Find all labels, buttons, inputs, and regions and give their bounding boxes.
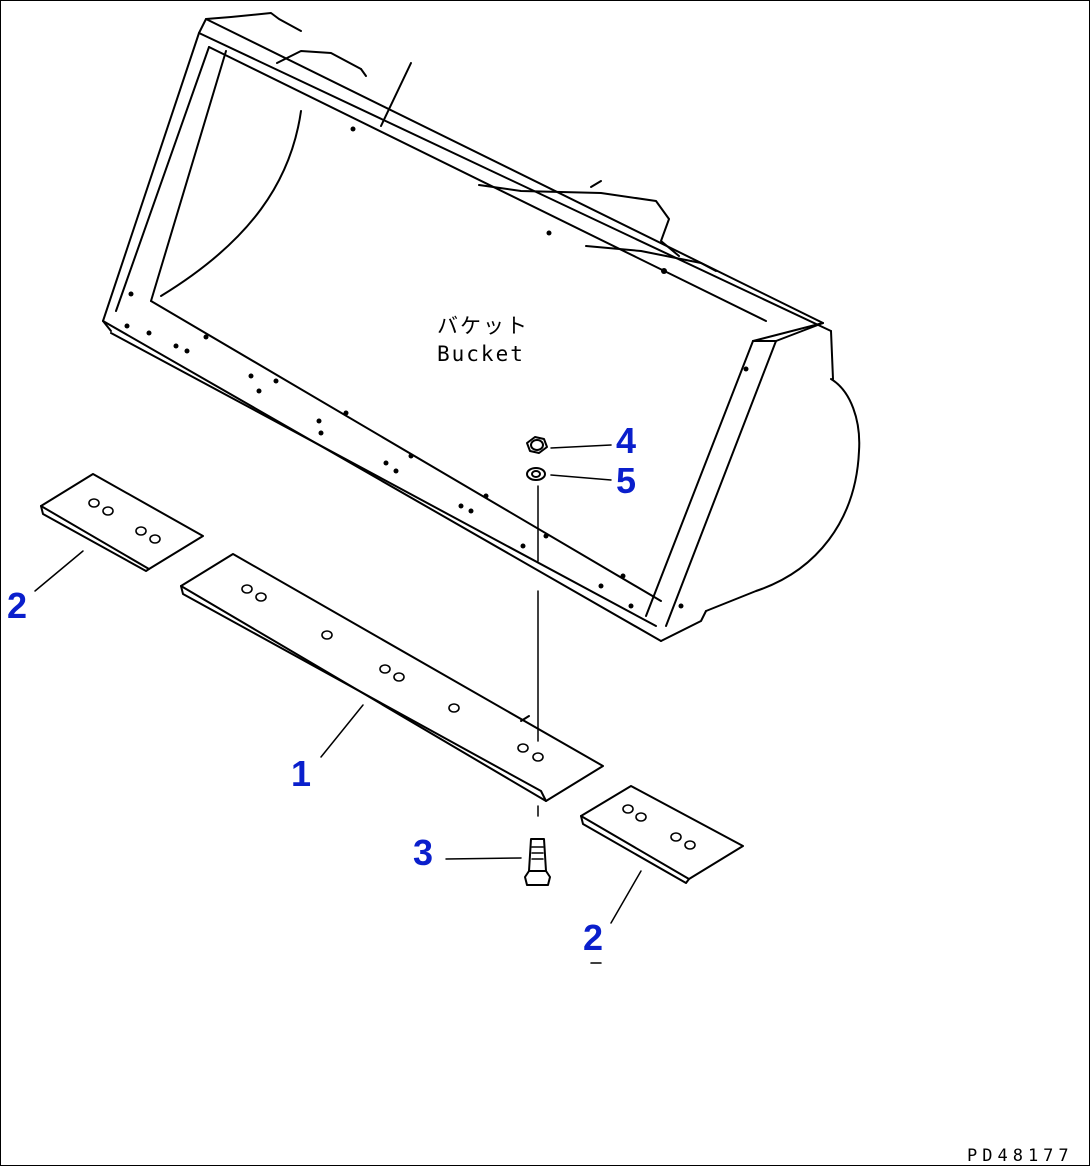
center-cutting-edge xyxy=(180,553,604,802)
callout-2-right: 2 xyxy=(583,917,603,958)
washer-part xyxy=(526,467,546,481)
bucket-label-jp: バケット xyxy=(437,314,529,338)
bucket xyxy=(102,12,861,642)
leader-lines xyxy=(34,444,642,964)
end-bit-right xyxy=(580,785,744,884)
callout-3: 3 xyxy=(413,832,433,873)
callout-5: 5 xyxy=(616,460,636,501)
bucket-label-en: Bucket xyxy=(437,342,525,366)
bolt-part xyxy=(524,838,551,886)
callout-4: 4 xyxy=(616,420,636,461)
callout-1: 1 xyxy=(291,753,311,794)
nut-part xyxy=(526,436,548,454)
drawing-code: PD48177 xyxy=(967,1146,1074,1166)
callout-2-left: 2 xyxy=(7,585,27,626)
end-bit-left xyxy=(40,473,204,572)
